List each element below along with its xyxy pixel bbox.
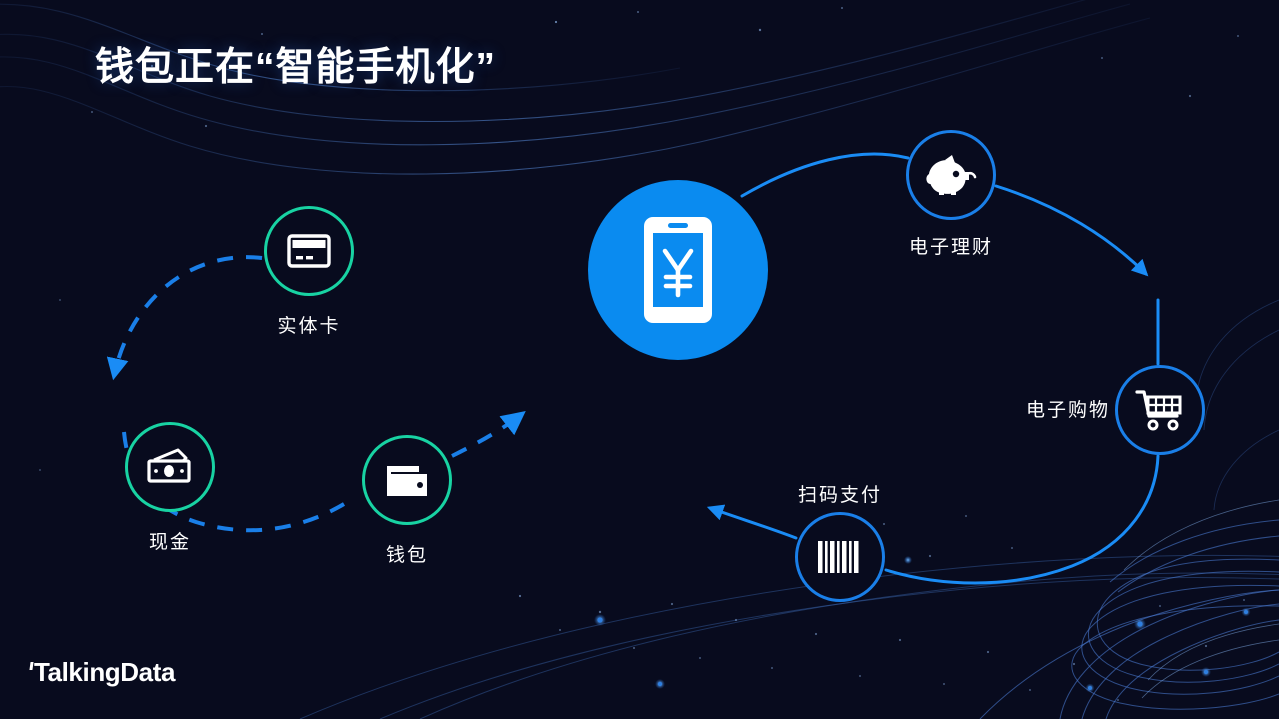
- logo-text: TalkingData: [34, 657, 176, 687]
- cash-circle[interactable]: [125, 422, 215, 512]
- logo-tick-icon: [29, 662, 34, 670]
- smartphone-yuan-icon: [644, 217, 712, 323]
- physical-card-circle[interactable]: [264, 206, 354, 296]
- barcode-icon: [818, 541, 859, 573]
- page-title: 钱包正在“智能手机化”: [95, 46, 497, 89]
- scan-pay-circle[interactable]: [795, 512, 885, 602]
- banknotes-icon: [147, 448, 191, 483]
- physical-card-label: 实体卡: [277, 316, 341, 337]
- cash-label: 现金: [148, 532, 191, 553]
- piggy-bank-icon: [926, 155, 977, 195]
- e-shopping-circle[interactable]: [1115, 365, 1205, 455]
- shopping-cart-icon: [1135, 390, 1182, 431]
- wallet-circle[interactable]: [362, 435, 452, 525]
- wallet-label: 钱包: [385, 545, 428, 566]
- talkingdata-logo: TalkingData: [29, 657, 176, 687]
- credit-card-icon: [287, 234, 331, 268]
- scan-pay-label: 扫码支付: [797, 485, 882, 506]
- smartphone-hub-circle[interactable]: [588, 180, 768, 360]
- e-shopping-label: 电子购物: [1025, 400, 1110, 421]
- e-finance-label: 电子理财: [908, 237, 993, 258]
- digital-solid-path: [706, 152, 1160, 585]
- wallet-icon: [387, 466, 427, 496]
- e-finance-circle[interactable]: [906, 130, 996, 220]
